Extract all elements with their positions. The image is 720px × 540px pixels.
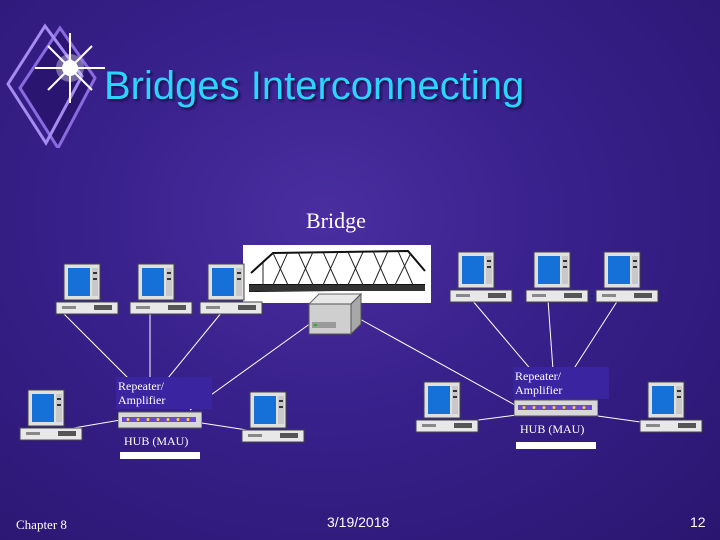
workstation-icon <box>448 250 518 310</box>
workstation-icon <box>128 262 198 322</box>
sparkle-logo-icon <box>6 23 105 148</box>
workstation-icon <box>524 250 594 310</box>
workstation-icon <box>638 380 708 440</box>
workstation-icon <box>240 390 310 450</box>
right-hub-base <box>516 442 596 449</box>
right-hub-label: HUB (MAU) <box>520 422 585 436</box>
left-hub-label: HUB (MAU) <box>124 434 189 448</box>
workstation-icon <box>414 380 484 440</box>
footer-date: 3/19/2018 <box>327 514 390 530</box>
footer-chapter: Chapter 8 <box>16 517 67 532</box>
slide-title: Bridges Interconnecting <box>104 64 525 108</box>
workstation-icon <box>594 250 664 310</box>
right-hub-icon <box>514 399 598 417</box>
bridge-label: Bridge <box>306 208 366 233</box>
bridge-truss-image <box>243 245 431 303</box>
left-repeater-label: Repeater/ Amplifier <box>116 377 212 409</box>
left-hub-base <box>120 452 200 459</box>
workstation-icon <box>18 388 88 448</box>
workstation-icon <box>198 262 268 322</box>
bridge-device-icon <box>307 292 363 336</box>
footer-page-number: 12 <box>690 514 706 530</box>
left-hub-icon <box>118 411 202 429</box>
workstation-icon <box>54 262 124 322</box>
right-repeater-label: Repeater/ Amplifier <box>513 367 609 399</box>
